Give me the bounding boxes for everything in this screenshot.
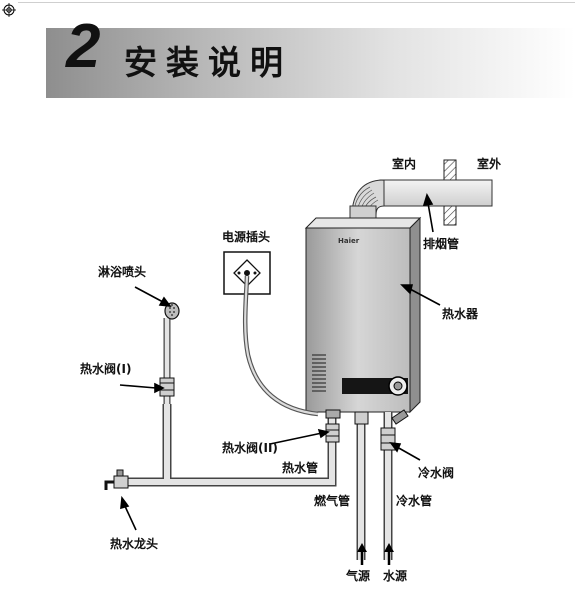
cold-water-pipe [380, 409, 409, 560]
pointer-arrows [119, 192, 441, 531]
label-hot-valve-2: 热水阀(II) [222, 440, 278, 455]
hot-valve-2 [325, 409, 341, 443]
water-heater: Haier [304, 216, 422, 414]
chapter-header-band [46, 28, 575, 98]
label-gas-source: 气源 [345, 568, 370, 583]
label-outdoor: 室外 [477, 156, 501, 171]
chapter-title: 安装说明 [124, 43, 292, 82]
brand-logo: Haier [338, 237, 360, 245]
gas-source-arrow-icon [357, 543, 367, 565]
label-power-plug: 电源插头 [222, 229, 270, 244]
page-top-rule [18, 2, 575, 3]
label-exhaust-pipe: 排烟管 [423, 236, 459, 251]
exhaust-pipe [349, 179, 493, 221]
label-shower-head: 淋浴喷头 [98, 264, 146, 279]
gas-pipe [354, 411, 369, 560]
chapter-number: 2 [66, 12, 101, 81]
registration-mark-icon [2, 3, 16, 17]
label-cold-water-pipe: 冷水管 [396, 493, 432, 508]
shower-head [164, 302, 180, 320]
label-faucet: 热水龙头 [110, 536, 158, 551]
faucet [104, 469, 129, 490]
label-hot-water-pipe: 热水管 [282, 460, 318, 475]
label-indoor: 室内 [392, 156, 416, 171]
vent-grille [312, 354, 326, 392]
label-cold-valve: 冷水阀 [418, 465, 454, 480]
label-gas-pipe: 燃气管 [314, 493, 350, 508]
label-heater: 热水器 [442, 306, 479, 321]
water-source-arrow-icon [384, 543, 394, 565]
label-hot-valve-1: 热水阀(I) [80, 361, 131, 376]
label-water-source: 水源 [383, 568, 407, 583]
